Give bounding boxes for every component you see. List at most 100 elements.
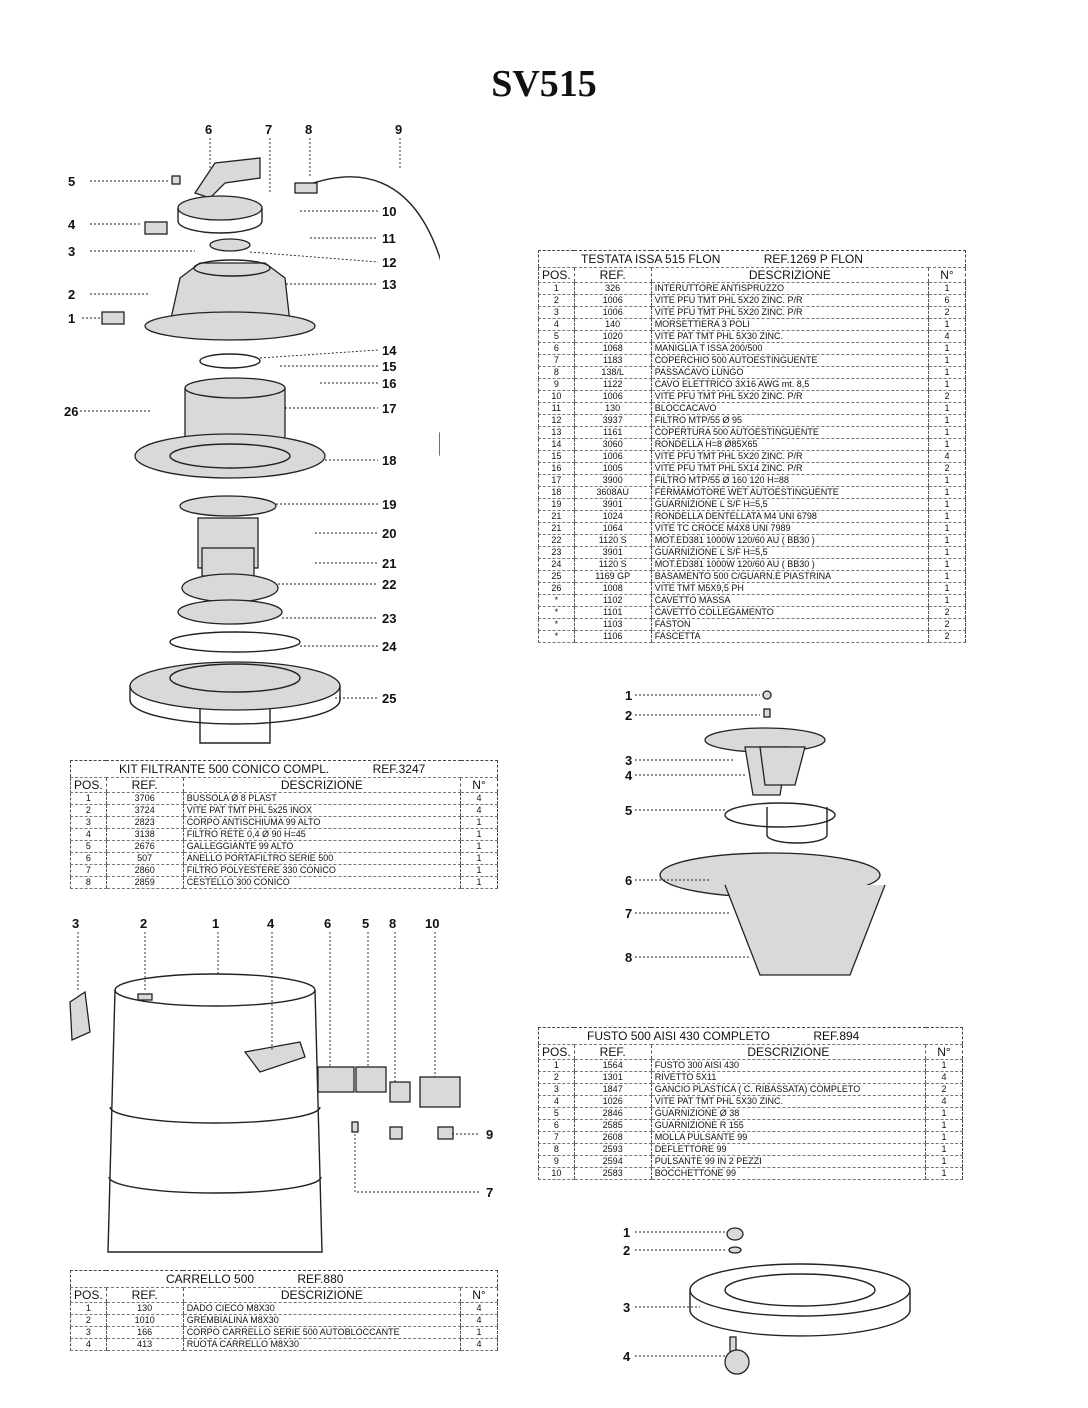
description-cell: COPERTURA 500 AUTOESTINGUENTE — [650, 426, 929, 439]
ref-cell: 2608 — [573, 1131, 652, 1144]
description-cell: VITE PFU TMT PHL 5X20 ZINC. P/R — [650, 390, 929, 403]
table-ref: REF.894 — [813, 1028, 860, 1043]
description-cell: VITE PFU TMT PHL 5X20 ZINC. P/R — [650, 450, 929, 463]
col-header: REF. — [573, 267, 652, 283]
description-cell: VITE PAT TMT PHL 5X30 ZINC. — [650, 1095, 926, 1108]
qty-cell: 1 — [928, 318, 966, 331]
filter-callout: 3 — [625, 753, 632, 768]
drum-callout: 6 — [324, 916, 331, 931]
head-callout: 16 — [382, 376, 396, 391]
pos-cell: 15 — [538, 450, 575, 463]
fusto-parts-table: FUSTO 500 AISI 430 COMPLETO REF.894 POS.… — [538, 1027, 963, 1180]
head-callout: 24 — [382, 639, 397, 654]
pos-cell: 16 — [538, 462, 575, 475]
pos-cell: 24 — [538, 558, 575, 571]
pos-cell: 13 — [538, 426, 575, 439]
description-cell: CAVETTO COLLEGAMENTO — [650, 606, 929, 619]
drum-callout: 3 — [72, 916, 79, 931]
description-cell: PASSACAVO LUNGO — [650, 366, 929, 379]
head-callout: 6 — [205, 122, 212, 137]
ref-cell: 3706 — [105, 792, 184, 805]
table-title: TESTATA ISSA 515 FLON — [581, 251, 721, 266]
pos-cell: 21 — [538, 510, 575, 523]
qty-cell: 1 — [460, 876, 498, 889]
filter-callout: 8 — [625, 950, 632, 965]
description-cell: RUOTA CARRELLO M8X30 — [182, 1338, 461, 1351]
description-cell: MOT.ED381 1000W 120/60 AU ( BB30 ) — [650, 558, 929, 571]
drum-callout: 4 — [267, 916, 275, 931]
ref-cell: 1169 GP — [573, 570, 652, 583]
col-header: N° — [928, 267, 966, 283]
ref-cell: 1026 — [573, 1095, 652, 1108]
ref-cell: 1101 — [573, 606, 652, 619]
qty-cell: 1 — [928, 366, 966, 379]
pos-cell: 4 — [70, 828, 107, 841]
description-cell: GUARNIZIONE Ø 38 — [650, 1107, 926, 1120]
ref-cell: 1006 — [573, 306, 652, 319]
ref-cell: 1005 — [573, 462, 652, 475]
qty-cell: 1 — [928, 414, 966, 427]
qty-cell: 1 — [460, 840, 498, 853]
description-cell: BASAMENTO 500 C/GUARN.E PIASTRINA — [650, 570, 929, 583]
ref-cell: 2676 — [105, 840, 184, 853]
ref-cell: 1068 — [573, 342, 652, 355]
pos-cell: 14 — [538, 438, 575, 451]
ref-cell: 1103 — [573, 618, 652, 631]
head-callout: 25 — [382, 691, 396, 706]
col-header: DESCRIZIONE — [650, 267, 929, 283]
pos-cell: 11 — [538, 402, 575, 415]
pos-cell: 4 — [538, 1095, 575, 1108]
filter-kit-diagram: 1 2 3 4 5 6 7 8 — [625, 688, 886, 976]
cart-callout: 1 — [623, 1225, 630, 1240]
ref-cell: 166 — [105, 1326, 184, 1339]
ref-cell: 1106 — [573, 630, 652, 643]
pos-cell: 1 — [538, 1059, 575, 1072]
pos-cell: 4 — [538, 318, 575, 331]
description-cell: BUSSOLA Ø 8 PLAST — [182, 792, 461, 805]
description-cell: FILTRO MTP/55 Ø 95 — [650, 414, 929, 427]
cart-callout: 4 — [623, 1349, 631, 1364]
drum-callout: 1 — [212, 916, 219, 931]
col-header: POS. — [70, 777, 107, 793]
drum-callout: 9 — [486, 1127, 493, 1142]
qty-cell: 2 — [928, 390, 966, 403]
qty-cell: 1 — [925, 1167, 963, 1180]
filter-callout: 2 — [625, 708, 632, 723]
head-callout: 19 — [382, 497, 396, 512]
qty-cell: 1 — [928, 510, 966, 523]
pos-cell: 22 — [538, 534, 575, 547]
table-title: KIT FILTRANTE 500 CONICO COMPL. — [119, 761, 330, 776]
qty-cell: 1 — [928, 402, 966, 415]
pos-cell: * — [538, 630, 575, 643]
description-cell: GALLEGGIANTE 99 ALTO — [182, 840, 461, 853]
qty-cell: 1 — [928, 486, 966, 499]
qty-cell: 1 — [928, 426, 966, 439]
drum-callout: 2 — [140, 916, 147, 931]
ref-cell: 3937 — [573, 414, 652, 427]
ref-cell: 1161 — [573, 426, 652, 439]
head-callout: 21 — [382, 556, 396, 571]
pos-cell: 12 — [538, 414, 575, 427]
pos-cell: 1 — [538, 282, 575, 295]
description-cell: GUARNIZIONE L S/F H=5,5 — [650, 546, 929, 559]
filter-callout: 1 — [625, 688, 632, 703]
pos-cell: 2 — [70, 1314, 107, 1327]
description-cell: CORPO CARRELLO SERIE 500 AUTOBLOCCANTE — [182, 1326, 461, 1339]
pos-cell: 3 — [70, 1326, 107, 1339]
pos-cell: 6 — [70, 852, 107, 865]
